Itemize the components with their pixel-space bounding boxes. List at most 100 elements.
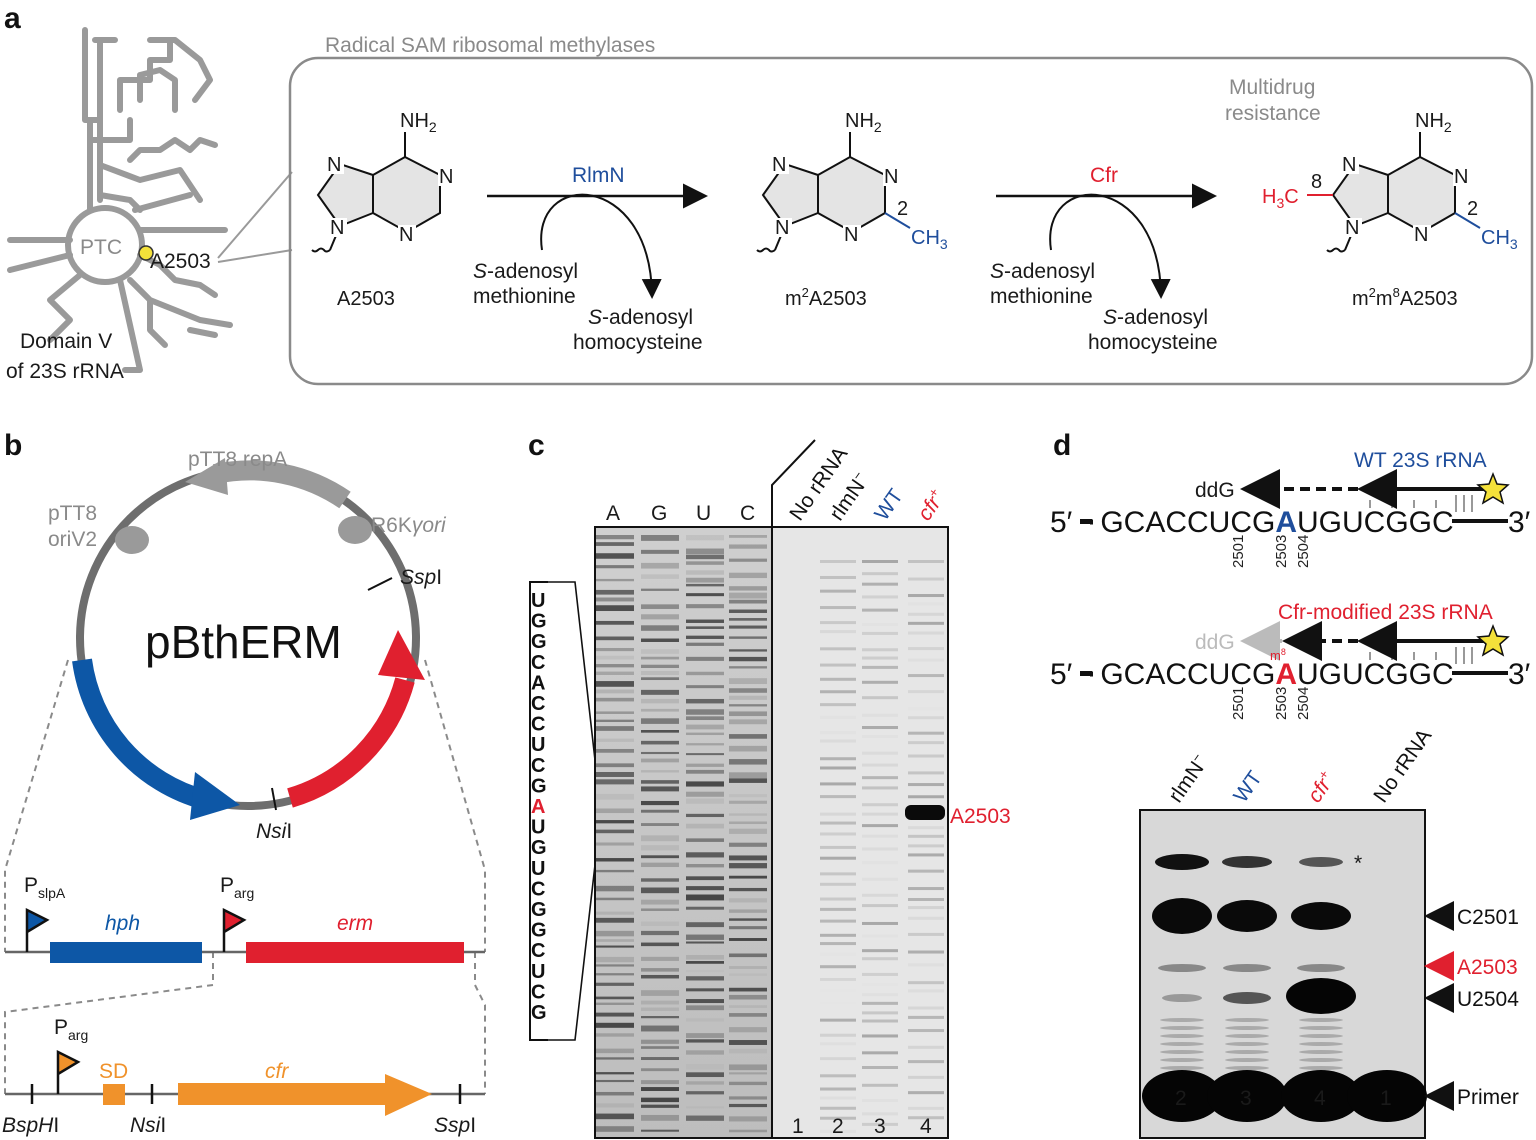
smear-band xyxy=(1160,1026,1204,1030)
sample-band xyxy=(908,612,944,616)
sam-1: S-adenosyl xyxy=(473,260,578,283)
hph-arrowhead xyxy=(190,772,240,820)
sah-2-line2: homocysteine xyxy=(1088,331,1218,354)
sequencing-band xyxy=(686,1106,724,1109)
sequencing-band xyxy=(729,719,767,725)
sample-band xyxy=(820,575,856,579)
sample-band xyxy=(908,932,944,936)
oriv2-label-line1: pTT8 xyxy=(48,502,97,525)
sequencing-band xyxy=(686,823,724,829)
sequencing-band xyxy=(729,898,767,903)
primer-band xyxy=(1347,1070,1427,1122)
sample-band xyxy=(862,631,898,635)
smear-band xyxy=(1225,1042,1269,1046)
sample-band xyxy=(820,1074,856,1078)
sequence-letter: C xyxy=(531,693,545,715)
sample-band xyxy=(862,665,898,669)
sample-band xyxy=(908,754,944,758)
sequencing-band xyxy=(729,1064,767,1071)
sequencing-band xyxy=(596,620,634,625)
sequencing-band xyxy=(596,605,634,612)
sequencing-band xyxy=(641,740,679,745)
three-prime: 3′ xyxy=(1508,506,1531,539)
sample-band xyxy=(820,812,856,816)
sequencing-band xyxy=(729,778,767,783)
sequencing-band xyxy=(596,1033,634,1037)
repa-arrowhead xyxy=(185,458,228,495)
sequencing-band xyxy=(596,1002,634,1005)
sequencing-band xyxy=(729,535,767,538)
sequencing-band xyxy=(729,1081,767,1086)
sequencing-band xyxy=(729,625,767,629)
sequencing-band xyxy=(686,619,724,623)
sample-band xyxy=(908,658,944,662)
sequencing-band xyxy=(686,1064,724,1070)
sequencing-band xyxy=(686,583,724,587)
sequencing-band xyxy=(686,604,724,609)
sample-band xyxy=(908,560,944,563)
sample-band xyxy=(862,949,898,953)
primer-band xyxy=(1142,1070,1222,1122)
sequencing-band xyxy=(596,655,634,660)
sequencing-band xyxy=(686,838,724,842)
sample-band xyxy=(862,656,898,660)
sspi-site-tick xyxy=(367,577,393,591)
sequencing-band xyxy=(596,711,634,714)
methyl-8-label: H3C xyxy=(1262,186,1299,211)
nsii-label-2: NsiI xyxy=(130,1114,166,1137)
sequencing-band xyxy=(729,704,767,707)
sample-band xyxy=(862,572,898,576)
sequencing-band xyxy=(729,1072,767,1075)
sequencing-band xyxy=(641,780,679,784)
sample-band xyxy=(908,826,944,830)
sample-band xyxy=(820,1001,856,1005)
sequencing-band xyxy=(641,770,679,773)
smear-band xyxy=(1225,1058,1269,1062)
sample-band xyxy=(862,735,898,739)
sequencing-band xyxy=(729,863,767,869)
scheme-title: Cfr-modified 23S rRNA xyxy=(1278,601,1493,624)
sequencing-band xyxy=(686,1033,724,1038)
sample-band xyxy=(862,680,898,684)
sequencing-band xyxy=(729,953,767,958)
sequencing-band xyxy=(686,1091,724,1095)
sequencing-band xyxy=(729,558,767,562)
lane-label-G: G xyxy=(651,502,667,525)
sequencing-band xyxy=(641,1129,679,1132)
sequence-letter: U xyxy=(531,817,545,839)
sample-band xyxy=(862,1066,898,1070)
sah-2: S-adenosyl xyxy=(1103,306,1208,329)
sequencing-band xyxy=(641,908,679,911)
sequencing-band xyxy=(596,917,634,923)
gel-d-lane-label: No rRNA xyxy=(1369,725,1436,807)
sequencing-band xyxy=(729,618,767,621)
sample-band xyxy=(908,1091,944,1095)
atom-bg xyxy=(329,218,347,237)
gel-d-lane-label: WT xyxy=(1229,767,1267,807)
sequencing-band xyxy=(641,1057,679,1061)
sample-band xyxy=(908,621,944,625)
sequencing-band xyxy=(641,656,679,660)
sequencing-band xyxy=(729,678,767,685)
sequencing-band xyxy=(729,734,767,739)
sequencing-band xyxy=(641,942,679,947)
sequencing-band xyxy=(641,1097,679,1103)
bsphi-label: BspHI xyxy=(2,1114,59,1137)
sequencing-band xyxy=(686,988,724,992)
lane-number: 4 xyxy=(920,1115,932,1138)
sequencing-band xyxy=(596,719,634,723)
repa-label: pTT8 repA xyxy=(188,448,287,471)
sequencing-band xyxy=(686,593,724,597)
panel-label-d: d xyxy=(1053,429,1071,462)
sequencing-band xyxy=(729,1040,767,1045)
sequencing-band xyxy=(686,999,724,1004)
sample-band xyxy=(862,972,898,976)
sample-band xyxy=(908,690,944,694)
sample-band xyxy=(862,904,898,908)
sample-band xyxy=(820,933,856,937)
sequencing-band xyxy=(596,1048,634,1054)
sample-band xyxy=(908,795,944,799)
sequencing-band xyxy=(596,930,634,937)
molecule-2-name: m2A2503 xyxy=(785,285,867,310)
